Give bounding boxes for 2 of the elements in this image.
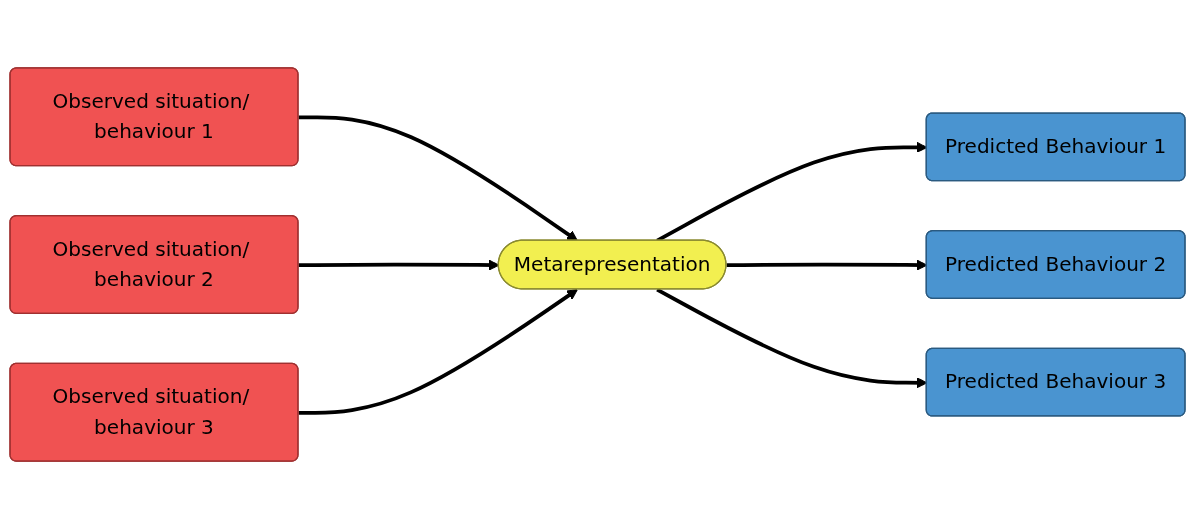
arrow bbox=[298, 115, 578, 242]
arrow bbox=[298, 289, 578, 415]
